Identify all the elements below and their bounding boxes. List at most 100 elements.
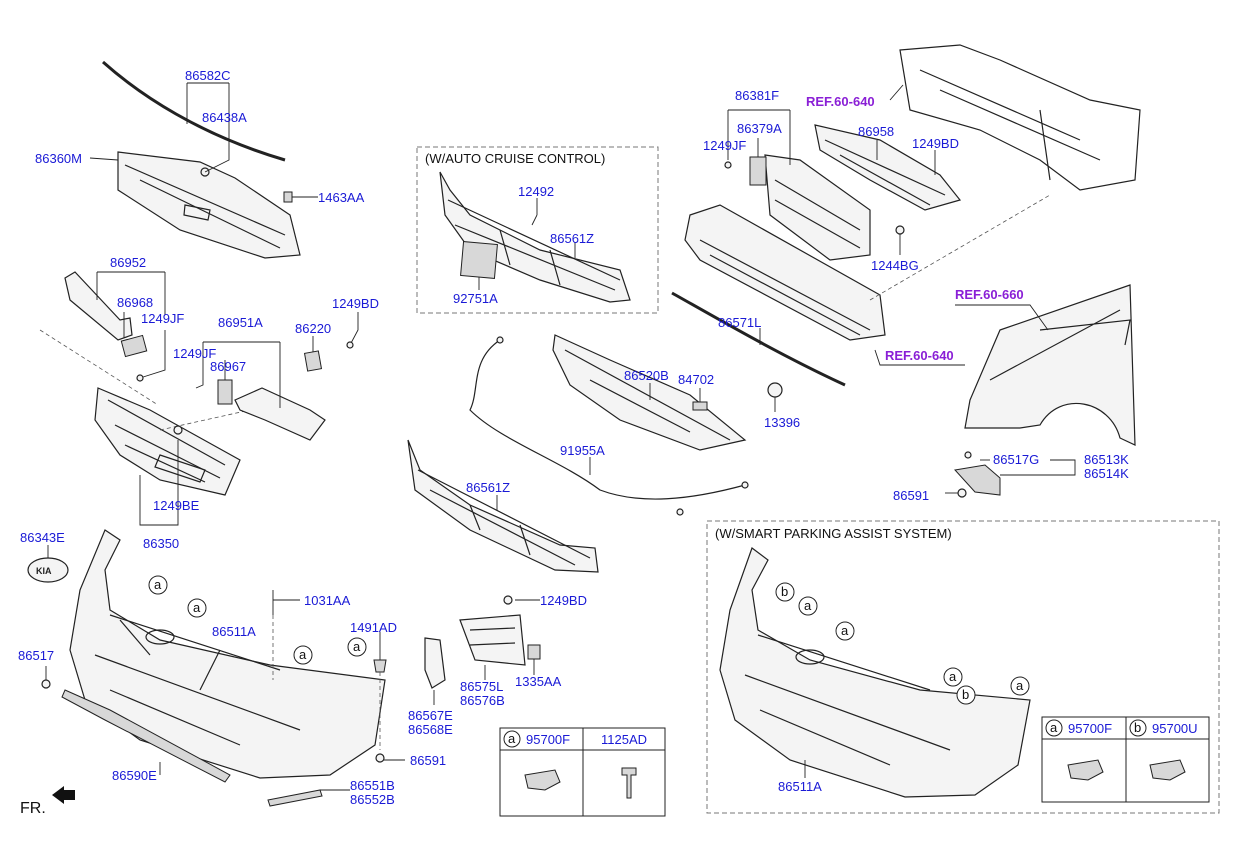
label-86571L: 86571L xyxy=(718,315,761,330)
pad-84702[interactable] xyxy=(692,401,708,411)
upper-cover-group: 86582C 86438A 86360M 1463AA xyxy=(35,60,365,259)
bracket-86958[interactable] xyxy=(814,124,962,211)
svg-text:a: a xyxy=(949,669,957,684)
label-86967: 86967 xyxy=(210,359,246,374)
clip-1335AA[interactable] xyxy=(527,644,541,660)
label-1249BD-c: 1249BD xyxy=(540,593,587,608)
table-right-95700U: 95700U xyxy=(1152,721,1198,736)
beam-group: 86381F 86379A 1249JF 86958 1249BD 1244BG… xyxy=(671,44,1141,430)
sensor-95700U-icon[interactable] xyxy=(1149,759,1186,781)
label-1249BD-a: 1249BD xyxy=(332,296,379,311)
label-86517G: 86517G xyxy=(993,452,1039,467)
label-86381F: 86381F xyxy=(735,88,779,103)
label-86551B: 86551B xyxy=(350,778,395,793)
label-86575L: 86575L xyxy=(460,679,503,694)
label-86360M: 86360M xyxy=(35,151,82,166)
bumper-86511A[interactable] xyxy=(69,529,386,779)
ref-60-640-b[interactable]: REF.60-640 xyxy=(885,348,954,363)
label-86438A: 86438A xyxy=(202,110,247,125)
bracket-86517G[interactable] xyxy=(954,464,1001,496)
label-86350: 86350 xyxy=(143,536,179,551)
label-1463AA: 1463AA xyxy=(318,190,365,205)
label-1335AA: 1335AA xyxy=(515,674,562,689)
parts-table-left: a 95700F 1125AD xyxy=(499,727,666,817)
bracket-86968[interactable] xyxy=(120,334,148,358)
cover-92751A[interactable] xyxy=(460,241,498,279)
strip-86571L[interactable] xyxy=(671,291,846,387)
label-86561Z-b: 86561Z xyxy=(466,480,510,495)
label-fr: FR. xyxy=(20,800,46,817)
molding-86590E[interactable] xyxy=(61,689,231,783)
cooler-86381F[interactable] xyxy=(764,154,871,261)
bumper-86511A-spas[interactable] xyxy=(719,547,1031,798)
absorber-86520B[interactable] xyxy=(552,334,747,451)
label-86514K: 86514K xyxy=(1084,466,1129,481)
label-1244BG: 1244BG xyxy=(871,258,919,273)
label-86590E: 86590E xyxy=(112,768,157,783)
svg-text:b: b xyxy=(962,687,969,702)
label-86582C: 86582C xyxy=(185,68,231,83)
ref-60-660[interactable]: REF.60-660 xyxy=(955,287,1024,302)
label-86561Z-a: 86561Z xyxy=(550,231,594,246)
label-86220: 86220 xyxy=(295,321,331,336)
carrier-ref xyxy=(899,44,1141,191)
clip-86220[interactable] xyxy=(303,350,323,372)
label-1249BD-b: 1249BD xyxy=(912,136,959,151)
bumper-left-group: KIA a a a a 86343E 86511A 1031AA 1491AD … xyxy=(18,529,446,807)
housing-86951A[interactable] xyxy=(234,387,326,441)
reflector-86551B[interactable] xyxy=(267,789,323,807)
duct-86379A[interactable] xyxy=(749,156,767,186)
bracket-86952[interactable] xyxy=(64,271,133,341)
side-bracket-group: 1249BD 86575L 86576B 1335AA 86567E 86568… xyxy=(408,593,587,737)
svg-text:a: a xyxy=(804,598,812,613)
label-86591-b: 86591 xyxy=(893,488,929,503)
label-86511A-b: 86511A xyxy=(778,779,822,794)
table-right-95700F: 95700F xyxy=(1068,721,1112,736)
front-arrow-icon xyxy=(52,786,75,804)
parts-table-right: a 95700F b 95700U xyxy=(1041,716,1210,803)
sensor-95700F-right-icon[interactable] xyxy=(1067,759,1104,781)
label-86552B: 86552B xyxy=(350,792,395,807)
ref-60-640-a[interactable]: REF.60-640 xyxy=(806,94,875,109)
label-1249BE: 1249BE xyxy=(153,498,200,513)
label-1249JF-c: 1249JF xyxy=(703,138,746,153)
clip-86967[interactable] xyxy=(217,379,233,405)
grille-86350[interactable] xyxy=(94,387,241,496)
label-84702: 84702 xyxy=(678,372,714,387)
cover-86567E[interactable] xyxy=(424,637,446,689)
label-86968: 86968 xyxy=(117,295,153,310)
label-86952: 86952 xyxy=(110,255,146,270)
label-12492: 12492 xyxy=(518,184,554,199)
label-86517: 86517 xyxy=(18,648,54,663)
cover-86360M[interactable] xyxy=(117,151,301,259)
label-86513K: 86513K xyxy=(1084,452,1129,467)
svg-text:a: a xyxy=(841,623,849,638)
bolt-1125AD-icon[interactable] xyxy=(621,767,637,799)
table-left-1125AD: 1125AD xyxy=(601,732,647,747)
wiring-91955A[interactable] xyxy=(469,339,746,500)
svg-text:b: b xyxy=(781,584,788,599)
svg-text:a: a xyxy=(299,647,307,662)
label-1031AA: 1031AA xyxy=(304,593,351,608)
svg-text:a: a xyxy=(193,600,201,615)
nut-13396[interactable] xyxy=(767,382,783,398)
label-92751A: 92751A xyxy=(453,291,498,306)
beam-86571L[interactable] xyxy=(684,204,886,341)
grille-86561Z-lower[interactable] xyxy=(407,439,599,573)
label-13396: 13396 xyxy=(764,415,800,430)
clip-1491AD[interactable] xyxy=(373,659,387,673)
label-91955A: 91955A xyxy=(560,443,605,458)
label-86958: 86958 xyxy=(858,124,894,139)
auto-cruise-box: (W/AUTO CRUISE CONTROL) 12492 86561Z 927… xyxy=(416,146,659,314)
grille-group: 86952 86968 1249JF 86951A 86220 1249BD 1… xyxy=(39,255,379,551)
smart-parking-title: (W/SMART PARKING ASSIST SYSTEM) xyxy=(715,526,952,541)
bracket-86575L[interactable] xyxy=(459,614,526,666)
label-86576B: 86576B xyxy=(460,693,505,708)
svg-text:a: a xyxy=(353,639,361,654)
sensor-95700F-icon[interactable] xyxy=(524,769,561,791)
label-86379A: 86379A xyxy=(737,121,782,136)
strip-86582C[interactable] xyxy=(102,60,286,162)
label-86511A-a: 86511A xyxy=(212,624,256,639)
fender-group: REF.60-660 86517G 86513K 86514K 86591 xyxy=(893,284,1136,503)
label-86568E: 86568E xyxy=(408,722,453,737)
